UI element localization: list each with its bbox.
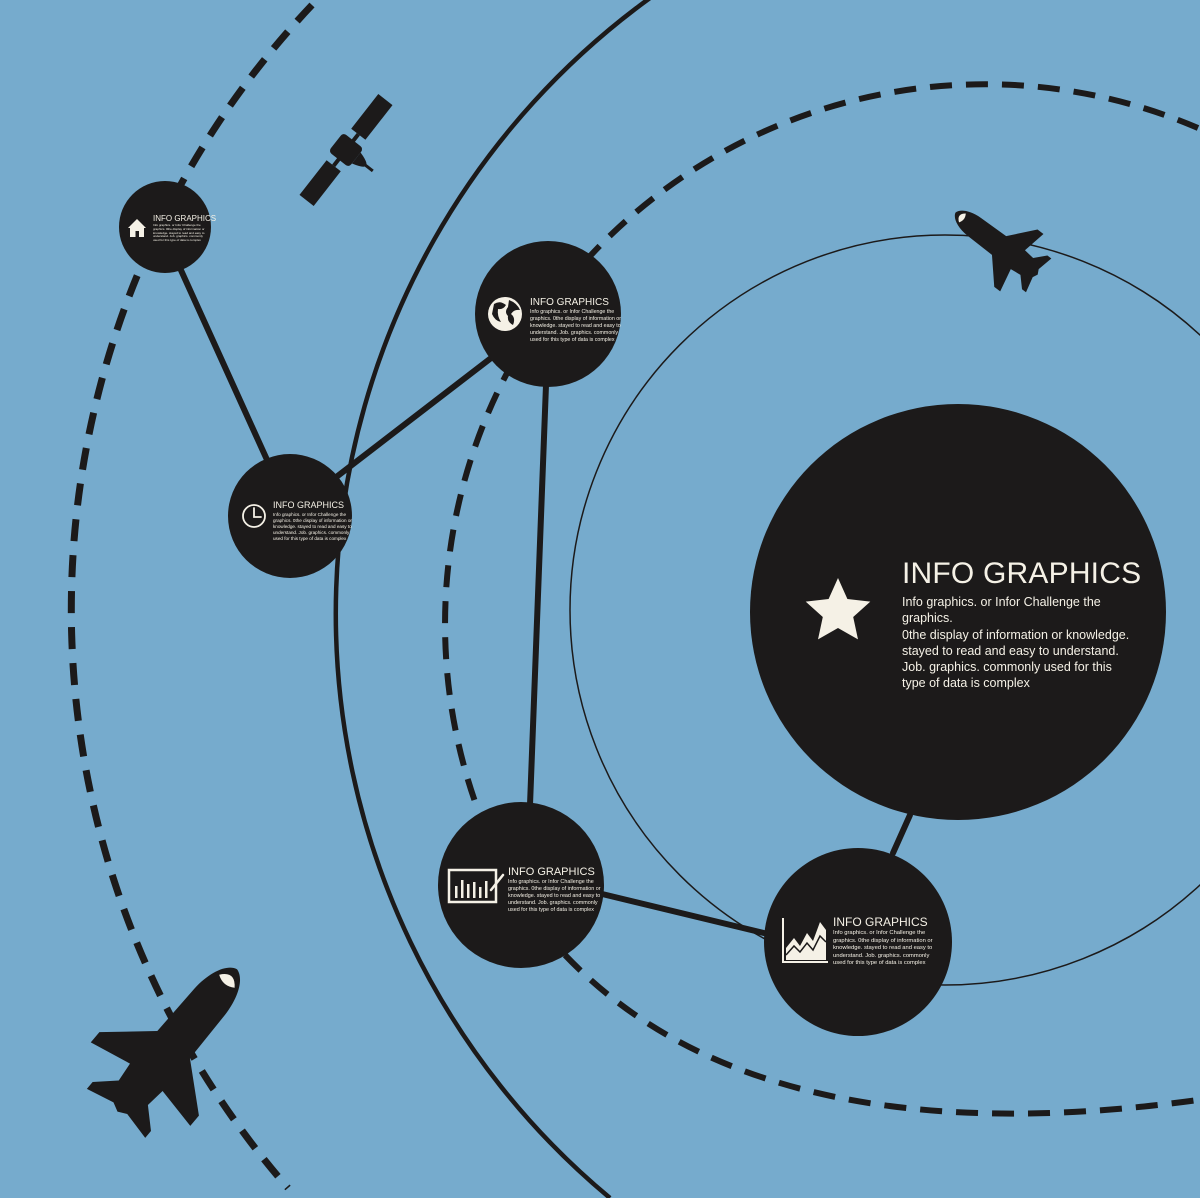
link-globe-chart bbox=[527, 382, 549, 808]
chart-node-title: INFO GRAPHICS bbox=[508, 866, 595, 878]
link-area-main bbox=[890, 812, 913, 856]
home-node-body: Info graphics. or Infor Challenge the gr… bbox=[153, 222, 205, 243]
link-home-clock bbox=[177, 265, 271, 465]
node-clock bbox=[228, 454, 352, 578]
inner-dashed-orbit-lower bbox=[562, 952, 1199, 1117]
clock-node-text: INFO GRAPHICS Info graphics. or Infor Ch… bbox=[273, 500, 353, 542]
connectors bbox=[177, 265, 913, 938]
node-area bbox=[764, 848, 952, 1036]
link-clock-globe bbox=[332, 352, 498, 481]
globe-node-body: Info graphics. or Infor Challenge the gr… bbox=[530, 309, 621, 343]
globe-icon bbox=[488, 297, 522, 331]
main-info-line-4: Job. graphics. commonly used for this bbox=[902, 660, 1112, 674]
area-chart-icon bbox=[782, 918, 828, 963]
thin-orbit bbox=[569, 234, 1200, 986]
main-info-text: INFO GRAPHICS Info graphics. or Infor Ch… bbox=[902, 557, 1152, 692]
home-node-title: INFO GRAPHICS bbox=[153, 214, 217, 223]
main-info-line-5: type of data is complex bbox=[902, 676, 1030, 691]
bar-chart-board-icon bbox=[447, 868, 505, 904]
home-node-text: INFO GRAPHICS Info graphics. or Infor Ch… bbox=[153, 214, 217, 243]
space-shuttle-icon bbox=[66, 927, 287, 1156]
main-info-line-1: Info graphics. or Infor Challenge the gr… bbox=[902, 595, 1101, 626]
inner-dashed-orbit bbox=[442, 81, 1200, 812]
node-home bbox=[119, 181, 211, 273]
link-chart-area bbox=[595, 890, 775, 938]
area-node-body: Info graphics. or Infor Challenge the gr… bbox=[833, 930, 933, 967]
clock-node-title: INFO GRAPHICS bbox=[273, 500, 345, 510]
space-shuttle-icon bbox=[933, 183, 1061, 305]
main-info-line-2: 0the display of information or knowledge… bbox=[902, 627, 1130, 642]
main-info-title: INFO GRAPHICS bbox=[902, 557, 1142, 590]
home-icon bbox=[128, 219, 146, 237]
area-node-title: INFO GRAPHICS bbox=[833, 915, 928, 929]
clock-icon bbox=[242, 504, 266, 528]
satellite-icon bbox=[299, 94, 393, 206]
node-chart bbox=[438, 802, 604, 968]
main-info-line-3: stayed to read and easy to understand. bbox=[902, 643, 1119, 658]
area-node-text: INFO GRAPHICS Info graphics. or Infor Ch… bbox=[833, 915, 935, 968]
solid-orbit bbox=[333, 0, 652, 1198]
node-main bbox=[750, 404, 1166, 820]
chart-node-body: Info graphics. or Infor Challenge the gr… bbox=[508, 879, 601, 914]
globe-node-text: INFO GRAPHICS Info graphics. or Infor Ch… bbox=[530, 297, 622, 343]
star-icon bbox=[805, 578, 871, 640]
node-circles bbox=[119, 181, 1166, 1036]
chart-node-text: INFO GRAPHICS Info graphics. or Infor Ch… bbox=[508, 866, 604, 914]
clock-node-body: Info graphics. or Infor Challenge the gr… bbox=[273, 511, 352, 541]
globe-node-title: INFO GRAPHICS bbox=[530, 297, 609, 308]
node-globe bbox=[475, 241, 621, 387]
